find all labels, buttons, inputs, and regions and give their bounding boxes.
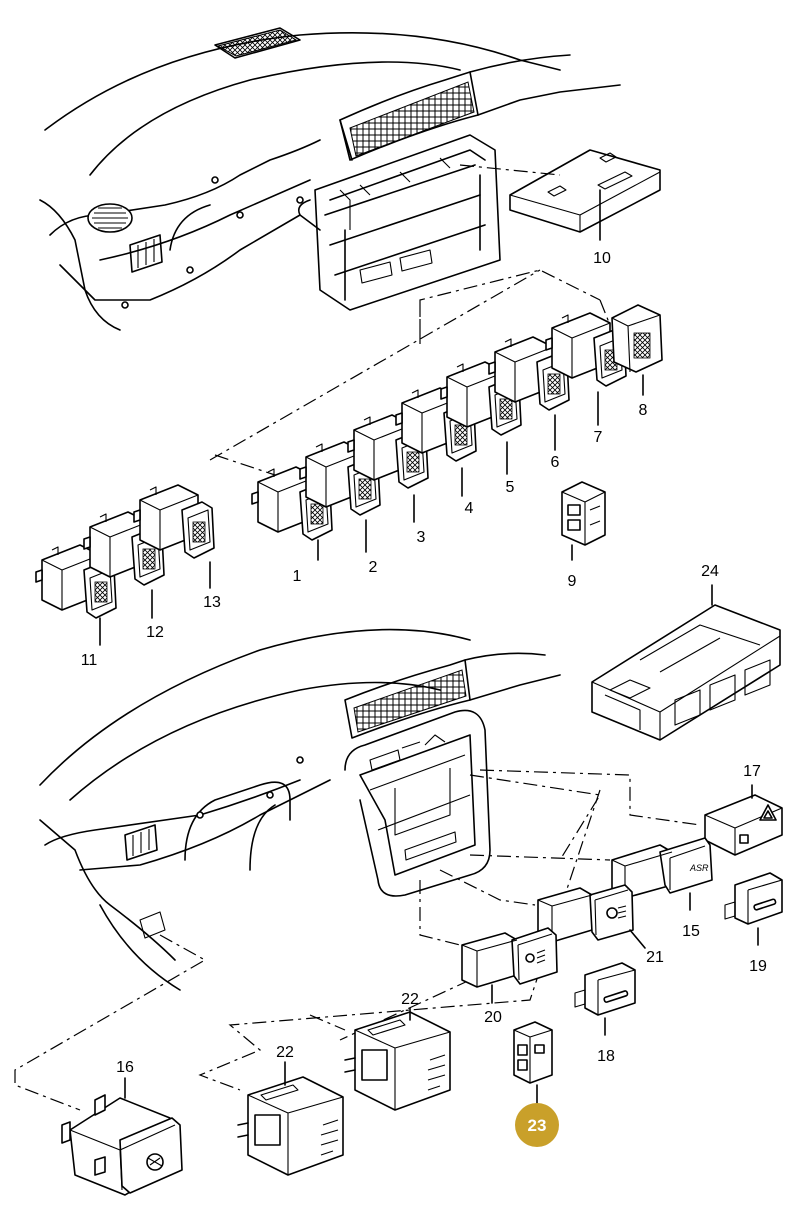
- label-11: 11: [81, 652, 98, 669]
- label-22-lower: 22: [276, 1044, 294, 1061]
- label-16: 16: [116, 1059, 134, 1076]
- label-1: 1: [293, 568, 302, 585]
- asr-switch-label: ASR: [689, 863, 709, 873]
- part-18-blank-cover: [574, 962, 636, 1036]
- switch-3: [347, 414, 429, 489]
- label-10: 10: [593, 250, 611, 267]
- part-22-relay-lower: [237, 1061, 344, 1176]
- switch-8: [611, 304, 663, 396]
- part-22-relay-upper: [344, 1007, 451, 1111]
- part-21-fog-light-switch: [537, 884, 646, 949]
- lower-dashboard: [39, 628, 561, 991]
- switch-row-11-13: [35, 484, 215, 646]
- switch-13: [133, 484, 215, 559]
- label-15: 15: [682, 923, 700, 940]
- label-24: 24: [701, 563, 719, 580]
- part-15-asr-switch: ASR: [611, 837, 713, 911]
- switch-6: [488, 336, 570, 411]
- label-22-upper: 22: [401, 991, 419, 1008]
- label-4: 4: [465, 500, 474, 517]
- part-23-connector: [513, 1021, 553, 1109]
- switch-row-1-8: [251, 304, 663, 561]
- highlight-badge-23[interactable]: 23: [515, 1103, 559, 1147]
- label-3: 3: [417, 529, 426, 546]
- label-5: 5: [506, 479, 515, 496]
- label-9: 9: [568, 573, 577, 590]
- part-16-light-switch: [61, 1077, 183, 1196]
- part-19-blank-cover: [724, 872, 783, 946]
- label-20: 20: [484, 1009, 502, 1026]
- part-20-fog-switch: [461, 927, 558, 1004]
- switch-12: [83, 511, 165, 586]
- part-10-cover-panel: [509, 149, 661, 233]
- highlight-badge-label[interactable]: 23: [528, 1116, 547, 1135]
- label-17: 17: [743, 763, 761, 780]
- label-2: 2: [369, 559, 378, 576]
- label-7: 7: [594, 429, 603, 446]
- part-24-switch-housing: [591, 584, 781, 741]
- label-19: 19: [749, 958, 767, 975]
- label-6: 6: [551, 454, 560, 471]
- highlight-badge-circle[interactable]: [515, 1103, 559, 1147]
- label-8: 8: [639, 402, 648, 419]
- label-21: 21: [646, 949, 664, 966]
- label-13: 13: [203, 594, 221, 611]
- part-9-connector: [561, 481, 606, 561]
- label-12: 12: [146, 624, 164, 641]
- upper-dashboard: [39, 27, 621, 331]
- part-17-hazard-switch: [704, 784, 783, 856]
- label-18: 18: [597, 1048, 615, 1065]
- switch-11: [35, 544, 117, 619]
- part-labels: 10 1 2 3 4 5 6 7 8 9 11 12 13 24 17 15 1…: [81, 250, 767, 1076]
